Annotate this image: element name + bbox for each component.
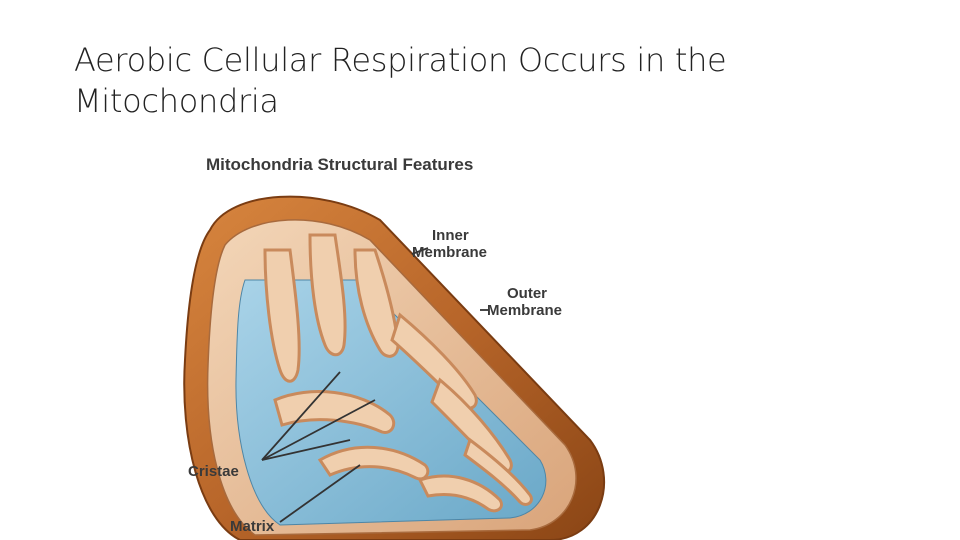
mitochondria-diagram: Mitochondria Structural Features bbox=[170, 140, 610, 540]
outer-membrane-label-line2: Membrane bbox=[487, 302, 562, 319]
inner-membrane-label-line1: Inner bbox=[432, 227, 469, 244]
slide-title: Aerobic Cellular Respiration Occurs in t… bbox=[74, 40, 794, 122]
outer-membrane-label-line1: Outer bbox=[507, 285, 547, 302]
cristae-folds bbox=[263, 233, 533, 513]
cristae-label: Cristae bbox=[188, 463, 239, 480]
inner-membrane-label-line2: Membrane bbox=[412, 244, 487, 261]
matrix-label: Matrix bbox=[230, 518, 275, 535]
mitochondria-illustration: Mitochondria Structural Features bbox=[183, 155, 606, 540]
title-line-1: Aerobic Cellular Respiration Occurs in t… bbox=[74, 41, 727, 79]
leader-lines bbox=[261, 247, 488, 523]
matrix-shape bbox=[235, 279, 547, 526]
title-line-2: Mitochondria bbox=[74, 82, 279, 120]
diagram-heading: Mitochondria Structural Features bbox=[206, 155, 473, 174]
